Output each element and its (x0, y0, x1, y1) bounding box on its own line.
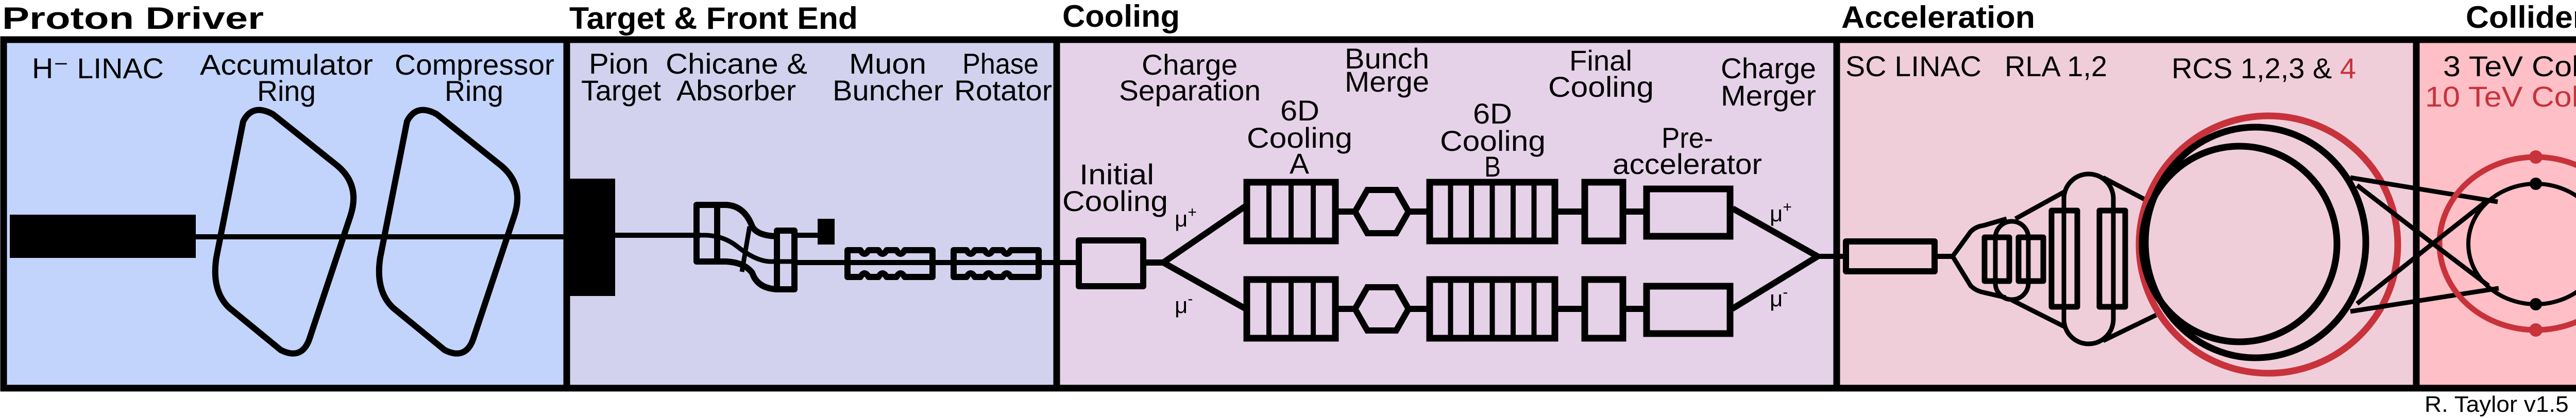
label-mu-minus-merge: μ- (1770, 284, 1788, 311)
credit-footer: R. Taylor v1.5 (2025) (2425, 392, 2576, 417)
merge-upper (1731, 205, 1819, 259)
injection-cross (2355, 183, 2490, 306)
label-initial: Initial (1079, 158, 1154, 190)
label-final-cooling: Cooling (1548, 71, 1654, 103)
target-front-end-panel (567, 40, 1057, 388)
label-mu-plus-split: μ+ (1175, 204, 1197, 232)
label-6d-a: 6D (1280, 94, 1319, 127)
target-front-end-components (567, 179, 1057, 296)
outer-border (0, 36, 2576, 392)
pre-accelerator-box-mu-plus (1643, 185, 1734, 240)
rla1-linac-b (2015, 234, 2046, 284)
rla2-racetrack (2061, 171, 2116, 346)
label-accumulator: Accumulator (200, 48, 373, 81)
label-a: A (1290, 147, 1310, 180)
label-accelerator: accelerator (1613, 148, 1762, 180)
panel-borders (0, 36, 2576, 392)
section-title-acceleration: Acceleration (1841, 0, 2035, 34)
ip-10tev-bottom (2529, 323, 2543, 337)
label-accumulator-ring: Ring (257, 75, 316, 107)
phase-rotator (951, 247, 1042, 280)
chicane-absorber (693, 202, 798, 292)
label-merge: Merge (1345, 65, 1429, 98)
cooling-channel-mu-plus (1243, 179, 1734, 245)
rla2-linac-a (2048, 207, 2080, 310)
label-rla: RLA 1,2 (2005, 50, 2107, 82)
label-chicane: Chicane & (666, 47, 807, 80)
section-title-cooling: Cooling (1062, 0, 1180, 33)
section-title-proton-driver: Proton Driver (2, 1, 264, 36)
label-initial-cooling: Cooling (1062, 185, 1168, 217)
label-3tev-collider: 3 TeV Collider (2443, 50, 2576, 82)
rla1-racetrack (1993, 219, 2031, 302)
label-bunch: Bunch (1345, 42, 1429, 75)
ip-10tev-top (2529, 150, 2543, 164)
compressor-ring (376, 107, 521, 357)
split-upper (1161, 203, 1248, 265)
pre-accelerator-box-mu-minus (1643, 283, 1734, 337)
acceleration-components (1843, 112, 2499, 377)
rla2-linac-b (2096, 207, 2128, 310)
pion-target-block (567, 179, 615, 296)
muon-buncher (844, 247, 936, 280)
label-sc-linac: SC LINAC (1845, 50, 1981, 82)
rla1-arms (1951, 216, 2008, 300)
label-cooling-b: Cooling (1440, 125, 1546, 157)
cooling-channel-mu-minus (1243, 276, 1734, 342)
h-linac-block (10, 215, 196, 258)
label-rcs-4: 4 (2340, 52, 2356, 84)
label-b: B (1484, 150, 1501, 183)
label-mu-plus-merge: μ+ (1770, 199, 1792, 227)
label-merger: Merger (1721, 79, 1816, 112)
label-phase: Phase (962, 47, 1039, 80)
label-target: Target (581, 74, 661, 107)
rla1-linac-a (1981, 234, 2012, 284)
ip-3tev-top (2530, 178, 2542, 190)
merge-lower (1730, 253, 1820, 312)
proton-driver-panel (4, 40, 567, 388)
chicane-grey-track (700, 233, 793, 264)
section-title-target-front-end: Target & Front End (569, 1, 858, 36)
section-title-collider: Collider (2466, 0, 2576, 34)
label-muon: Muon (849, 47, 926, 80)
label-final: Final (1569, 44, 1632, 77)
beam-dump (818, 219, 835, 245)
label-compressor: Compressor (395, 48, 554, 81)
ip-3tev-bottom (2530, 298, 2542, 310)
accumulator-ring (212, 107, 357, 357)
transfer-line-upper (2350, 175, 2498, 204)
proton-driver-components (10, 107, 567, 357)
label-compressor-ring: Ring (445, 75, 503, 107)
label-absorber: Absorber (676, 74, 796, 107)
label-mu-minus-split: μ- (1175, 290, 1193, 318)
cooling-components (1057, 179, 1843, 342)
collider-components (2436, 150, 2576, 337)
label-10tev-collider: 10 TeV Collider (2425, 80, 2576, 113)
label-separation: Separation (1119, 74, 1261, 107)
rcs1-ring (2139, 143, 2341, 345)
label-charge-sep: Charge (1142, 48, 1238, 81)
label-pion: Pion (589, 47, 649, 80)
label-charge-merger: Charge (1721, 52, 1816, 84)
label-6d-b: 6D (1473, 97, 1512, 130)
label-h-linac: H⁻ LINAC (32, 52, 164, 84)
label-pre: Pre- (1662, 121, 1713, 154)
split-lower (1162, 259, 1247, 312)
label-cooling-a: Cooling (1247, 121, 1352, 154)
label-rotator: Rotator (954, 74, 1052, 107)
cooling-panel (1057, 40, 1837, 388)
transfer-line-lower (2350, 286, 2499, 314)
label-rcs: RCS 1,2,3 & 4 (2172, 52, 2356, 84)
label-buncher: Buncher (833, 74, 943, 107)
